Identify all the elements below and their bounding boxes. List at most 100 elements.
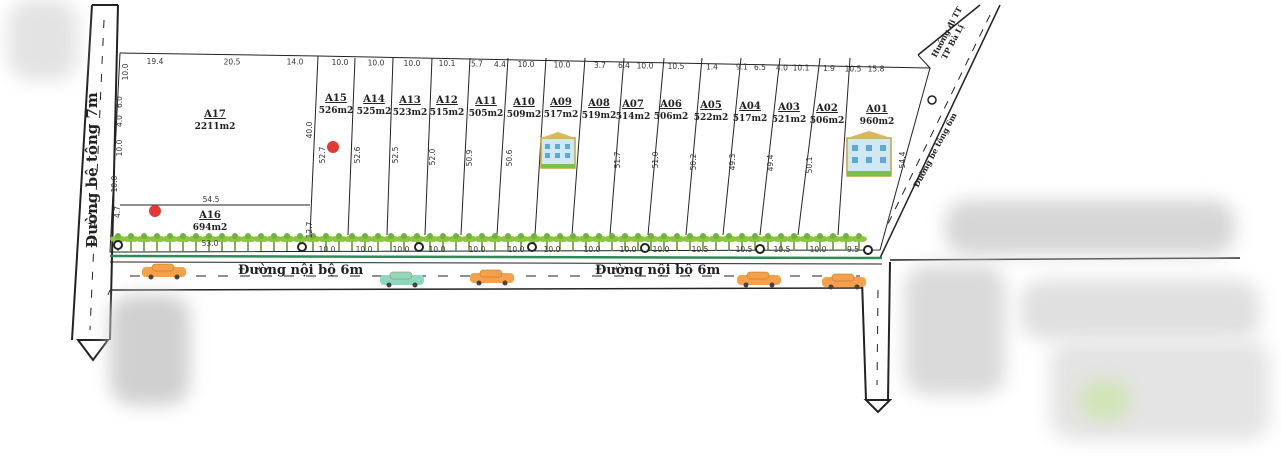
lot-name: A10: [512, 97, 535, 108]
front-dimension: 53.0: [202, 239, 219, 248]
tree-icon: [604, 233, 620, 251]
lot-name: A08: [587, 98, 610, 109]
left-road-label: Đường bê tông 7m: [83, 92, 101, 248]
tree-icon: [162, 233, 178, 251]
front-dimension: 10.0: [429, 245, 446, 254]
top-dimension: 4.4: [494, 60, 506, 69]
a16-depth-dimension: 12.7: [305, 221, 314, 238]
tree-icon: [747, 233, 763, 251]
depth-dimension: 49.4: [766, 154, 775, 171]
tree-icon: [825, 233, 841, 251]
front-dimension: 10.0: [393, 245, 410, 254]
lot-divider: [837, 57, 851, 236]
top-dimension: 19.4: [147, 57, 164, 66]
plot-boundary: [109, 52, 932, 253]
tree-icon: [461, 233, 477, 251]
top-dimension: 10.0: [368, 58, 385, 67]
right-road: [861, 4, 1241, 414]
left-dimension: 4.0: [115, 115, 124, 127]
tree-icon: [552, 233, 568, 251]
front-dimension: 10.0: [653, 245, 670, 254]
lot-divider: [460, 57, 471, 236]
top-dimension: 10.0: [518, 60, 535, 69]
lot-divider: [496, 57, 509, 236]
depth-dimension: 52.7: [318, 146, 327, 163]
internal-road-label-right: Đường nội bộ 6m: [595, 263, 720, 278]
top-dimension: 9.1: [736, 63, 748, 72]
lot-area: 523m2: [393, 108, 428, 118]
lot-area: 517m2: [733, 114, 768, 124]
depth-dimension: 50.6: [505, 149, 514, 166]
blurred-patch-right-2: [905, 265, 1005, 395]
tree-icon: [331, 233, 347, 251]
lot-area: 960m2: [860, 117, 895, 127]
lot-divider: [386, 57, 394, 236]
internal-road: [107, 254, 883, 296]
depth-dimension: 51.7: [613, 151, 622, 168]
tree-icon: [305, 233, 321, 251]
lot-divider: [609, 57, 625, 236]
lamp-post-icon: [414, 242, 424, 252]
building-icon: [540, 132, 576, 169]
top-dimension: 10.0: [637, 62, 654, 71]
front-dimension: 10.0: [584, 245, 601, 254]
tree-icon: [708, 233, 724, 251]
tree-icon: [175, 233, 191, 251]
tree-icon: [656, 233, 672, 251]
depth-dimension: 50.2: [689, 153, 698, 170]
left-dimension: 10.0: [110, 175, 119, 192]
lot-name: A09: [549, 97, 572, 108]
lot-name: A13: [398, 95, 421, 106]
car-icon: [142, 263, 186, 280]
top-dimension: 10.0: [404, 59, 421, 68]
tree-icon: [201, 233, 217, 251]
tree-icon: [513, 233, 529, 251]
lot-name: A16: [198, 210, 221, 221]
top-dimension: 3.7: [594, 61, 606, 70]
lot-name: A07: [621, 99, 644, 110]
top-dimension: 6.4: [618, 61, 630, 70]
lot-name: A03: [777, 102, 800, 113]
tree-icon: [188, 233, 204, 251]
right-road-label: Đường bê tông 6m: [911, 110, 959, 189]
tree-icon: [812, 233, 828, 251]
top-dimension: 1.9: [823, 64, 835, 73]
tree-icon: [227, 233, 243, 251]
tree-row: [110, 233, 873, 255]
lot-name: A12: [435, 95, 458, 106]
lamp-post-icon: [640, 243, 650, 253]
car-icon: [822, 273, 866, 290]
lot-divider: [347, 57, 356, 236]
internal-road-label-left: Đường nội bộ 6m: [238, 263, 363, 278]
tree-icon: [409, 233, 425, 251]
top-dimension: 20.5: [224, 57, 241, 66]
blurred-patch-right-5: [1080, 380, 1130, 420]
lot-divider: [759, 57, 781, 236]
front-dimension: 10.0: [544, 245, 561, 254]
tree-icon: [214, 233, 230, 251]
lot-name: A05: [699, 100, 722, 111]
lamp-post-icon: [527, 242, 537, 252]
blurred-patch-right-1: [945, 200, 1235, 255]
tree-icon: [591, 233, 607, 251]
top-dimension: 14.0: [287, 58, 304, 67]
tree-icon: [682, 233, 698, 251]
lot-area: 519m2: [582, 111, 617, 121]
front-dimension: 10.5: [774, 245, 791, 254]
lot-name: A14: [362, 94, 385, 105]
tree-icon: [357, 233, 373, 251]
top-dimension: 10.1: [439, 59, 456, 68]
blurred-patch-bottom-left: [110, 295, 190, 405]
left-dimension: 10.0: [115, 139, 124, 156]
front-dimension: 10.0: [319, 245, 336, 254]
top-dimension: 5.7: [471, 59, 483, 68]
top-dimension: 10.5: [845, 64, 862, 73]
a17-width-dimension: 54.5: [203, 195, 220, 204]
lot-area: 506m2: [810, 116, 845, 126]
tree-icon: [695, 233, 711, 251]
lot-name: A04: [738, 101, 761, 112]
depth-dimension: 50.9: [465, 149, 474, 166]
lot-area: 526m2: [319, 106, 354, 116]
lot-divider: [685, 57, 703, 236]
tree-icon: [279, 233, 295, 251]
